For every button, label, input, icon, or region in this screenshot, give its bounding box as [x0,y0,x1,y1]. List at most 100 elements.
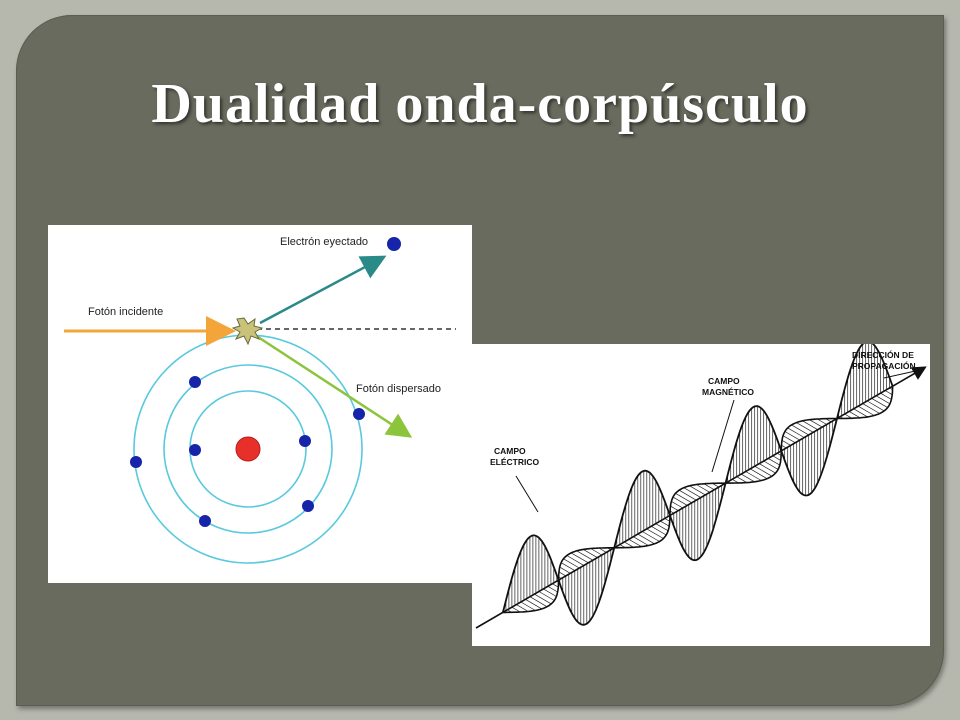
collision-burst [231,317,264,346]
magnetic-hatch-line [802,420,818,431]
magnetic-hatch-line [791,424,809,436]
magnetic-hatch-line [683,487,701,498]
magnetic-hatch-line [646,528,664,539]
magnetic-hatch-line [672,496,688,506]
magnetic-hatch-line [651,525,667,536]
em-wave-svg: DIRECCIÓN DE PROPAGACIÓN CAMPO MAGNÉTICO… [475,344,927,629]
electron [189,376,201,388]
magnetic-hatch-line [547,585,558,593]
electron [299,435,311,447]
magnetic-hatch-line [624,541,634,548]
magnetic-hatch-line [703,483,715,491]
magnetic-hatch-line [763,460,779,470]
magnetic-hatch-line [571,552,589,564]
nucleus [235,436,261,462]
magnetic-hatch-line [529,596,548,608]
label-magnetic-line2: MAGNÉTICO [702,387,754,397]
magnetic-hatch-line [642,531,660,542]
label-electric-line2: ELÉCTRICO [490,457,540,467]
label-direction-line2: PROPAGACIÓN [852,360,916,371]
electron [199,515,211,527]
magnetic-hatch-line [675,492,692,504]
magnetic-hatch-line [633,536,649,546]
magnetic-hatch-line [678,489,697,501]
ejected-electron [387,237,401,251]
magnetic-hatch-line [566,555,584,566]
compton-svg: Electrón eyectado Fotón incidente Fotón … [64,236,456,564]
magnetic-hatch-line [637,533,655,545]
magnetic-hatch-line [558,571,566,577]
magnetic-hatch-line [750,468,768,480]
magnetic-hatch-line [862,403,880,414]
label-scattered-photon: Fotón dispersado [356,383,441,395]
magnetic-hatch-line [660,520,670,527]
magnetic-hatch-line [754,465,773,477]
magnetic-hatch-line [853,408,868,418]
magnetic-hatch-line [655,523,669,532]
magnetic-hatch-line [590,548,602,556]
electron [302,500,314,512]
magnetic-hatch-line [576,550,593,561]
magnetic-hatch-line [511,606,521,613]
magnetic-hatch-line [867,400,885,412]
label-incident-photon: Fotón incidente [88,306,163,318]
magnetic-hatch-line [817,418,827,425]
ejected-electron-arrow [259,255,387,325]
magnetic-hatch-line [516,604,529,612]
magnetic-hatch-line [880,392,892,400]
magnetic-hatch-line [796,422,814,433]
magnetic-hatch-line [534,593,552,605]
pointer-direction [883,369,921,379]
label-direction-line1: DIRECCIÓN DE [852,349,914,360]
magnetic-hatch-line [538,591,555,601]
scattered-photon-arrow [257,335,413,438]
pointer-electric [515,475,539,513]
magnetic-hatch-line [849,411,861,419]
magnetic-hatch-line [759,463,776,474]
label-magnetic-line1: CAMPO [708,376,740,386]
magnetic-hatch-line [670,505,679,511]
magnetic-hatch-line [583,549,598,558]
magnetic-hatch-line [664,518,670,522]
wave-hatching [505,344,893,625]
label-electric-line1: CAMPO [494,446,526,456]
slide-title: Dualidad onda-corpúsculo [151,73,809,135]
magnetic-hatch-line [768,458,780,466]
magnetic-hatch-line [543,588,557,597]
em-wave-diagram: DIRECCIÓN DE PROPAGACIÓN CAMPO MAGNÉTICO… [472,344,930,646]
magnetic-hatch-line [671,501,683,509]
magnetic-hatch-line [871,398,888,408]
magnetic-hatch-line [520,601,536,611]
magnetic-hatch-line [561,562,575,571]
orbit-middle [163,364,333,534]
magnetic-hatch-line [741,473,755,483]
magnetic-hatch-line [884,390,893,396]
electron [130,456,142,468]
propagation-axis [475,366,927,629]
magnetic-hatch-line [858,405,875,416]
pointer-magnetic [711,399,735,473]
magnetic-hatch-line [559,566,571,574]
magnetic-hatch-line [876,395,891,405]
magnetic-hatch-line [689,485,706,496]
magnetic-hatch-line [552,583,559,588]
magnetic-hatch-line [782,435,796,444]
magnetic-hatch-line [628,538,642,547]
magnetic-hatch-line [563,558,580,569]
electron [189,444,201,456]
compton-scattering-diagram: Electrón eyectado Fotón incidente Fotón … [48,225,472,583]
magnetic-hatch-line [809,419,823,428]
magnetic-hatch-line [736,476,747,483]
magnetic-hatch-line [787,427,805,438]
magnetic-hatch-line [772,455,781,461]
magnetic-hatch-line [696,484,710,493]
magnetic-hatch-line [784,431,800,441]
magnetic-field-wave [502,386,894,614]
label-ejected-electron: Electrón eyectado [280,236,368,248]
magnetic-hatch-line [745,471,762,481]
electron [353,408,365,420]
magnetic-hatch-line [781,439,791,446]
electric-field-wave [502,344,894,626]
magnetic-hatch-line [525,598,542,610]
